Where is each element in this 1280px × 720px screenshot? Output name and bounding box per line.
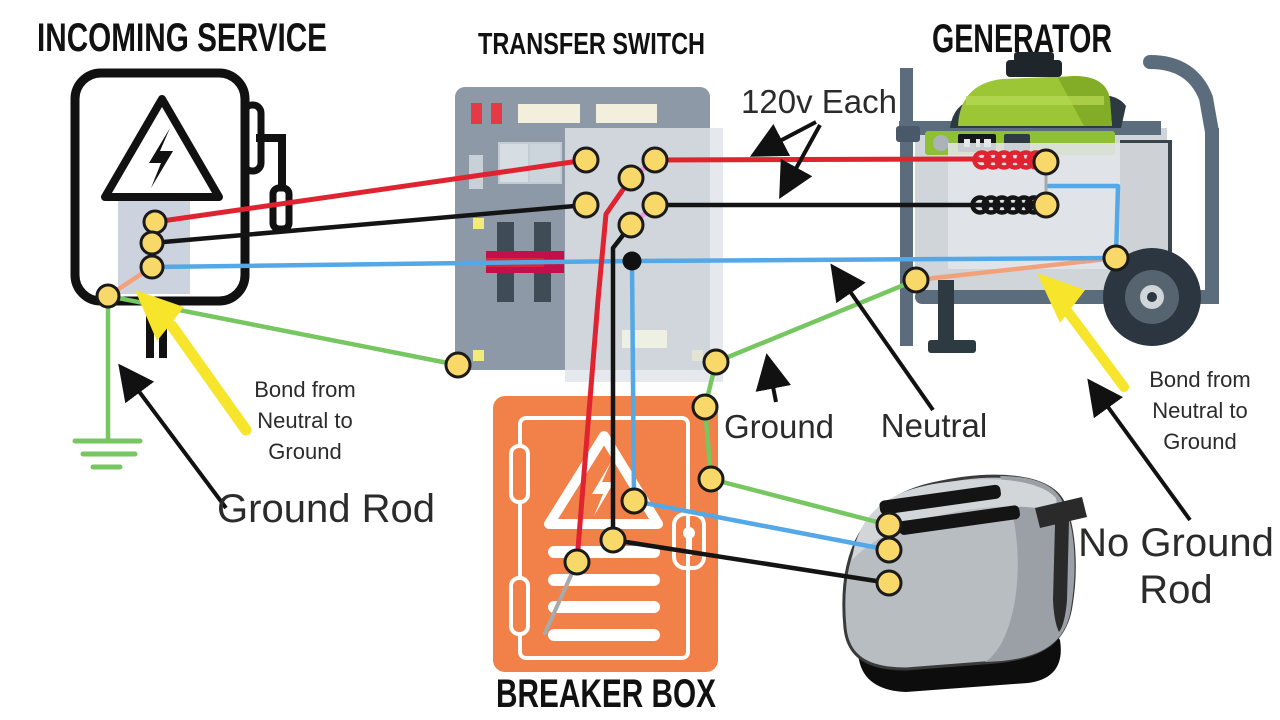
bond-highlight-arrow-left	[135, 290, 252, 436]
neutral-label-arrow	[830, 263, 935, 412]
ground-label-arrow	[755, 353, 792, 403]
ground-rod-label-arrow	[118, 363, 228, 510]
connection-dot	[139, 254, 165, 280]
incoming-service-title: INCOMING SERVICE	[37, 16, 327, 60]
connection-dot	[1102, 244, 1130, 272]
hinge-icon	[509, 444, 530, 504]
fuel-cap-icon	[1006, 60, 1062, 77]
connection-dot	[444, 351, 472, 379]
connection-dot	[599, 526, 627, 554]
indicator-light-icon	[491, 103, 502, 124]
neutral-label: Neutral	[881, 407, 987, 444]
connection-dot	[617, 164, 645, 192]
latch-icon	[672, 512, 706, 570]
voltage-label: 120v Each	[741, 83, 897, 120]
bond-note-right: Bond from Neutral to Ground	[1149, 367, 1251, 454]
toaster-slots-icon	[879, 484, 1020, 535]
bond-note-left: Bond from Neutral to Ground	[254, 377, 356, 464]
generator-handle-icon	[1143, 55, 1219, 139]
connection-dot	[691, 393, 719, 421]
no-ground-rod-label: No Ground Rod	[1078, 521, 1274, 612]
ground-label: Ground	[724, 408, 834, 445]
meter-icon	[269, 184, 293, 233]
choke-knob-icon	[933, 135, 949, 151]
generator-engine-icon	[950, 52, 1126, 128]
bond-highlight-arrow-right	[1037, 273, 1129, 392]
no-ground-rod-label-arrow	[1087, 378, 1192, 522]
generator-title: GENERATOR	[932, 17, 1112, 61]
connection-dot	[95, 283, 121, 309]
svg-text:Ground: Ground	[1163, 429, 1236, 454]
warning-triangle-icon	[101, 95, 223, 201]
connection-dot	[875, 569, 903, 597]
svg-text:Rod: Rod	[1139, 568, 1212, 612]
connection-dot	[641, 191, 669, 219]
connection-dot	[572, 146, 600, 174]
connection-dot	[620, 487, 648, 515]
connection-dot	[563, 548, 591, 576]
connection-dot	[1032, 148, 1060, 176]
wire-junction-dot	[622, 251, 642, 271]
warning-triangle-icon	[544, 431, 663, 529]
ground-rod-label: Ground Rod	[217, 487, 435, 531]
svg-text:Neutral to: Neutral to	[1152, 398, 1247, 423]
wheel-icon	[1103, 248, 1201, 346]
svg-text:No Ground: No Ground	[1078, 521, 1274, 565]
connection-dot	[139, 230, 165, 256]
connection-dot	[641, 146, 669, 174]
connection-dots	[95, 146, 1130, 597]
connection-dot	[875, 536, 903, 564]
voltage-arrow-red-line	[749, 120, 817, 157]
connection-dot	[697, 465, 725, 493]
connection-dot	[617, 211, 645, 239]
hot-wire-red	[152, 156, 981, 564]
transfer-switch-panel	[455, 87, 723, 382]
hinge-icon	[509, 576, 530, 636]
svg-text:Bond from: Bond from	[254, 377, 356, 402]
generator-foot-icon	[928, 340, 976, 353]
connection-dot	[1032, 191, 1060, 219]
black-coil-icon	[970, 195, 1044, 215]
transfer-switch-title: TRANSFER SWITCH	[478, 26, 705, 61]
connection-dot	[142, 209, 168, 235]
indicator-light-icon	[471, 103, 482, 124]
connection-dot	[572, 191, 600, 219]
ground-rod-symbol	[72, 438, 143, 470]
conduit-pipe-icon	[256, 134, 286, 192]
connection-dot	[875, 511, 903, 539]
voltage-arrow-black-line	[779, 124, 822, 200]
svg-text:Neutral to: Neutral to	[257, 408, 352, 433]
connection-dot	[702, 348, 730, 376]
toaster-lever-icon	[1035, 497, 1087, 632]
svg-text:Bond from: Bond from	[1149, 367, 1251, 392]
svg-text:Ground: Ground	[268, 439, 341, 464]
breaker-box-title: BREAKER BOX	[496, 672, 716, 716]
connection-dot	[902, 266, 930, 294]
